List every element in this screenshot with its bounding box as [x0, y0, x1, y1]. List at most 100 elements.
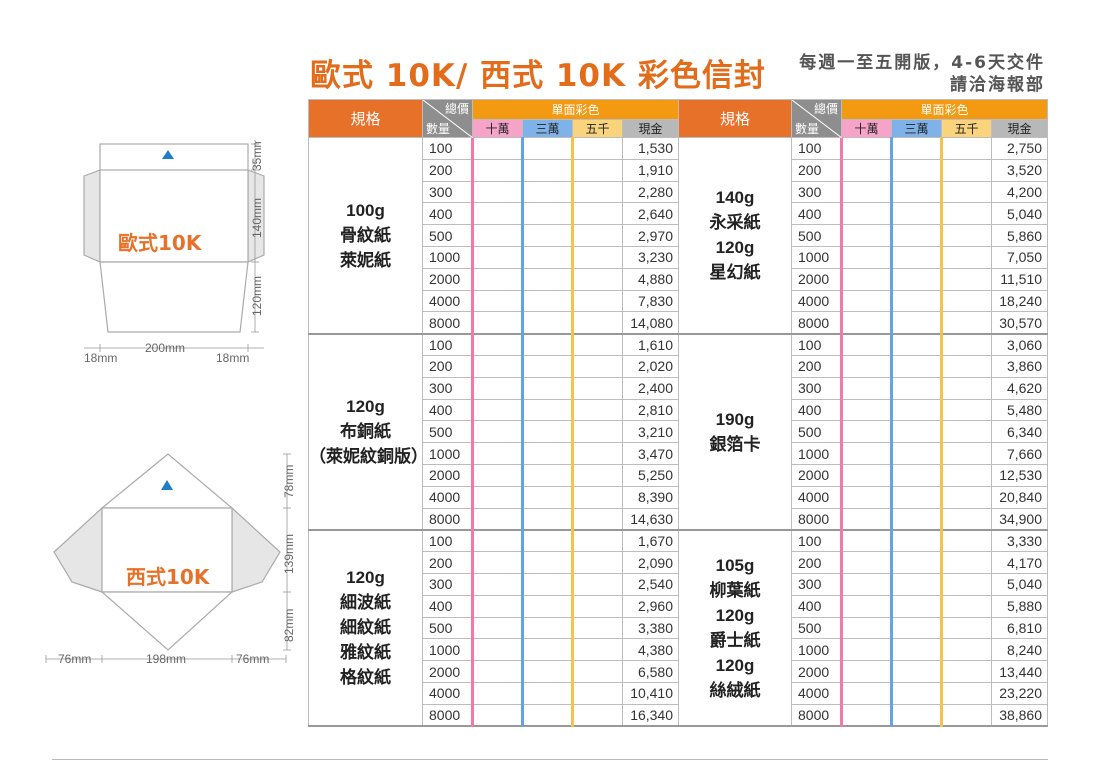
- header-30k: 三萬: [522, 119, 573, 138]
- price-cell-empty: [890, 158, 942, 182]
- price-cell-empty: [521, 703, 573, 728]
- price-cell-empty: [940, 660, 992, 683]
- cash-price-cell: 3,060: [990, 333, 1049, 356]
- cash-price-cell: 20,840: [990, 485, 1049, 509]
- quantity-cell: 200: [791, 158, 842, 182]
- price-cell-empty: [890, 398, 942, 422]
- price-cell-empty: [840, 594, 892, 618]
- price-cell-empty: [521, 245, 573, 269]
- header-total: 總價: [813, 102, 838, 116]
- cash-price-cell: 2,090: [621, 551, 680, 574]
- price-cell-empty: [840, 376, 892, 400]
- spec-line: 萊妮紙: [340, 250, 391, 270]
- cash-price-cell: 8,240: [990, 638, 1049, 662]
- price-cell-empty: [890, 311, 942, 335]
- euro-bottom-flap: [99, 261, 249, 333]
- cash-price-cell: 3,860: [990, 354, 1049, 378]
- spec-line: 骨紋紙: [340, 225, 391, 245]
- price-cell-empty: [940, 507, 992, 531]
- quantity-cell: 400: [791, 398, 842, 422]
- cash-price-cell: 2,280: [621, 180, 680, 204]
- price-cell-empty: [890, 202, 942, 226]
- dim-flap: 35mm: [250, 140, 264, 171]
- price-cell-empty: [521, 572, 573, 596]
- price-cell-empty: [840, 267, 892, 291]
- price-cell-empty: [521, 442, 573, 465]
- header-5k: 五千: [572, 119, 623, 138]
- spec-line: 120g: [715, 605, 755, 625]
- triangle-marker-icon: [162, 150, 174, 159]
- schedule-note: 每週一至五開版，4-6天交件: [799, 53, 1045, 73]
- price-cell-empty: [571, 420, 623, 444]
- price-cell-empty: [840, 333, 892, 356]
- price-cell-empty: [940, 616, 992, 640]
- quantity-cell: 1000: [791, 638, 842, 662]
- price-cell-empty: [471, 202, 523, 226]
- price-cell-empty: [471, 267, 523, 291]
- price-cell-empty: [940, 594, 992, 618]
- header-5k: 五千: [941, 119, 992, 138]
- price-cell-empty: [521, 289, 573, 313]
- price-cell-empty: [521, 376, 573, 400]
- header-quantity: 數量: [426, 122, 451, 136]
- price-cell-empty: [840, 420, 892, 444]
- quantity-cell: 300: [422, 572, 473, 596]
- euro-envelope-diagram: 歐式10K 35mm 140mm 120mm 200mm 18mm 18mm: [40, 140, 270, 370]
- cash-price-cell: 6,340: [990, 420, 1049, 444]
- dim-side-left: 76mm: [58, 652, 91, 666]
- price-cell-empty: [940, 333, 992, 356]
- price-cell-empty: [471, 507, 523, 531]
- price-cell-empty: [571, 638, 623, 662]
- quantity-cell: 500: [422, 616, 473, 640]
- price-cell-empty: [521, 551, 573, 574]
- spec-line: 爵士紙: [709, 630, 761, 650]
- quantity-cell: 8000: [422, 703, 473, 728]
- price-cell-empty: [571, 354, 623, 378]
- price-cell-empty: [840, 354, 892, 378]
- price-cell-empty: [571, 594, 623, 618]
- spec-line: 銀箔卡: [709, 434, 761, 454]
- header-total-quantity: 總價 數量: [422, 99, 473, 138]
- price-cell-empty: [890, 463, 942, 487]
- price-cell-empty: [940, 289, 992, 313]
- price-cell-empty: [471, 463, 523, 487]
- quantity-cell: 500: [422, 224, 473, 247]
- quantity-cell: 4000: [422, 485, 473, 509]
- price-cell-empty: [471, 224, 523, 247]
- euro-label: 歐式10K: [118, 231, 203, 255]
- price-cell-empty: [471, 180, 523, 204]
- price-cell-empty: [521, 333, 573, 356]
- quantity-cell: 100: [422, 137, 473, 160]
- cash-price-cell: 2,640: [621, 202, 680, 226]
- cash-price-cell: 7,830: [621, 289, 680, 313]
- cash-price-cell: 12,530: [990, 463, 1049, 487]
- quantity-cell: 300: [791, 180, 842, 204]
- quantity-cell: 100: [791, 137, 842, 160]
- price-cell-empty: [840, 616, 892, 640]
- header-spec: 規格: [308, 99, 423, 138]
- price-cell-empty: [890, 485, 942, 509]
- cash-price-cell: 30,570: [990, 311, 1049, 335]
- cash-price-cell: 2,400: [621, 376, 680, 400]
- quantity-cell: 4000: [791, 681, 842, 705]
- price-cell-empty: [571, 137, 623, 160]
- cash-price-cell: 1,610: [621, 333, 680, 356]
- quantity-cell: 1000: [791, 442, 842, 465]
- price-cell-empty: [471, 354, 523, 378]
- dim-width: 198mm: [146, 652, 186, 666]
- price-cell-empty: [940, 398, 992, 422]
- price-cell-empty: [840, 638, 892, 662]
- quantity-cell: 200: [791, 551, 842, 574]
